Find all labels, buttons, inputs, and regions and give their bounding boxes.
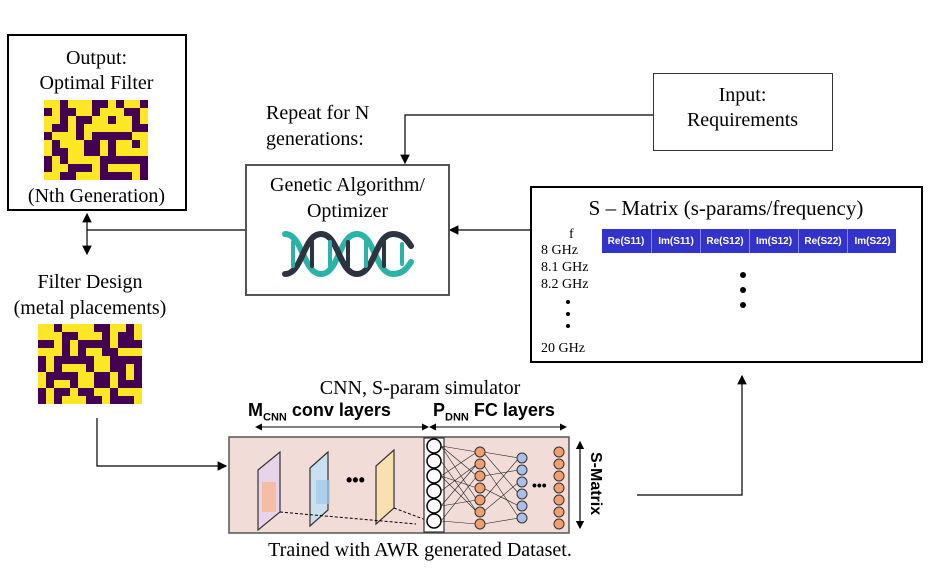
ga-title: Genetic Algorithm/	[270, 174, 425, 196]
fc-label: P	[433, 400, 446, 420]
output-label: Output:	[65, 47, 128, 69]
cnn-caption: Trained with AWR generated Dataset.	[268, 539, 572, 561]
genetic-algorithm-box: Genetic Algorithm/ Optimizer	[245, 164, 450, 296]
frequency-header: f	[569, 227, 574, 242]
output-subtitle: Optimal Filter	[39, 72, 154, 94]
conv-label: M	[248, 400, 263, 420]
cnn-panel	[228, 436, 570, 534]
s-matrix-output-label: S-Matrix	[587, 452, 604, 515]
fc-sub: DNN	[445, 411, 469, 424]
dna-icon	[282, 230, 414, 278]
column-header: Im(S11)	[651, 229, 700, 253]
repeat-label-line2: generations:	[266, 128, 364, 150]
column-header: Re(S12)	[700, 229, 749, 253]
filter-design-image	[38, 324, 142, 404]
s-matrix-header-row: Re(S11) Im(S11) Re(S12) Im(S12) Re(S22) …	[602, 229, 896, 253]
output-box: Output: Optimal Filter (Nth Generation)	[7, 34, 187, 211]
filter-design-sublabel: (metal placements)	[13, 297, 167, 319]
cnn-architecture-diagram: ••• ••• S-Matrix	[228, 423, 604, 534]
filter-design-label: Filter Design	[37, 271, 143, 293]
ga-subtitle: Optimizer	[306, 200, 389, 222]
vertical-ellipsis-values	[740, 272, 746, 308]
optimal-filter-image	[44, 100, 148, 180]
conv-sub: CNN	[263, 411, 287, 424]
vertical-ellipsis-frequencies	[566, 300, 571, 328]
column-header: Im(S12)	[749, 229, 798, 253]
input-box: Input: Requirements	[653, 73, 833, 151]
output-caption: (Nth Generation)	[27, 185, 166, 207]
frequency-row: 8.1 GHz	[541, 260, 589, 275]
s-matrix-title: S – Matrix (s-params/frequency)	[588, 196, 864, 220]
conv-rest: conv layers	[286, 400, 391, 420]
frequency-row-last: 20 GHz	[541, 341, 585, 356]
s-matrix-box: S – Matrix (s-params/frequency) f 8 GHz …	[530, 186, 923, 363]
svg-text:•••: •••	[532, 477, 547, 493]
column-header: Im(S22)	[847, 229, 897, 253]
column-header: Re(S22)	[798, 229, 847, 253]
repeat-label-line1: Repeat for N	[266, 102, 370, 124]
fc-layers-label: PDNN FC layers	[433, 399, 555, 429]
frequency-row: 8 GHz	[541, 243, 578, 258]
fc-rest: FC layers	[468, 400, 555, 420]
conv-layers-label: MCNN conv layers	[248, 399, 391, 429]
input-requirements: Requirements	[686, 109, 799, 131]
cnn-title: CNN, S-param simulator	[319, 377, 521, 399]
column-header: Re(S11)	[607, 235, 645, 247]
svg-text:•••: •••	[346, 470, 365, 490]
frequency-row: 8.2 GHz	[541, 277, 589, 292]
input-label: Input:	[718, 84, 767, 106]
